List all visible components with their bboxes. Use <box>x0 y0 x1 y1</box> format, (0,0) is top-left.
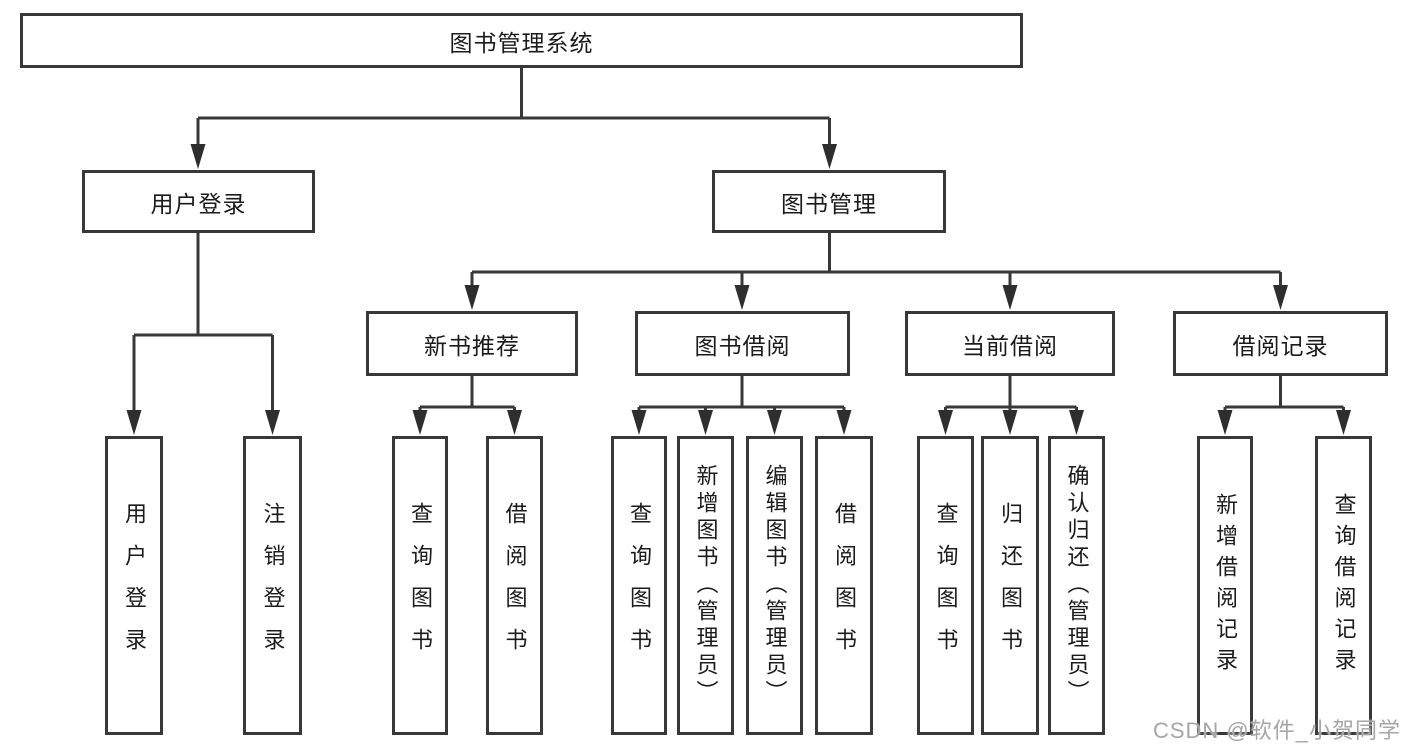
leaf-add-books-admin: 新增图书（管理员） <box>677 436 734 735</box>
node-borrow-records: 借阅记录 <box>1173 311 1388 376</box>
leaf-recommend-query-books: 查询图书 <box>392 436 448 735</box>
leaf-current-query-books: 查询图书 <box>917 436 974 735</box>
leaf-edit-books-admin: 编辑图书（管理员） <box>746 436 803 735</box>
leaf-borrow-books: 借阅图书 <box>815 436 873 735</box>
node-current-borrow: 当前借阅 <box>905 311 1115 376</box>
leaf-add-borrow-record: 新增借阅记录 <box>1197 436 1253 735</box>
leaf-user-login: 用户登录 <box>105 436 163 735</box>
leaf-borrow-query-books: 查询图书 <box>611 436 667 735</box>
node-user-login-branch: 用户登录 <box>82 170 315 233</box>
leaf-confirm-return-admin: 确认归还（管理员） <box>1048 436 1105 735</box>
node-book-borrow: 图书借阅 <box>635 311 850 376</box>
leaf-logout: 注销登录 <box>243 436 302 735</box>
csdn-watermark: CSDN @软件_小贺同学 <box>1152 718 1401 743</box>
node-root-system: 图书管理系统 <box>20 13 1023 68</box>
leaf-recommend-borrow-books: 借阅图书 <box>486 436 543 735</box>
node-new-book-recommend: 新书推荐 <box>366 311 578 376</box>
leaf-return-books: 归还图书 <box>981 436 1039 735</box>
node-book-management: 图书管理 <box>712 170 946 233</box>
leaf-query-borrow-record: 查询借阅记录 <box>1315 436 1372 735</box>
